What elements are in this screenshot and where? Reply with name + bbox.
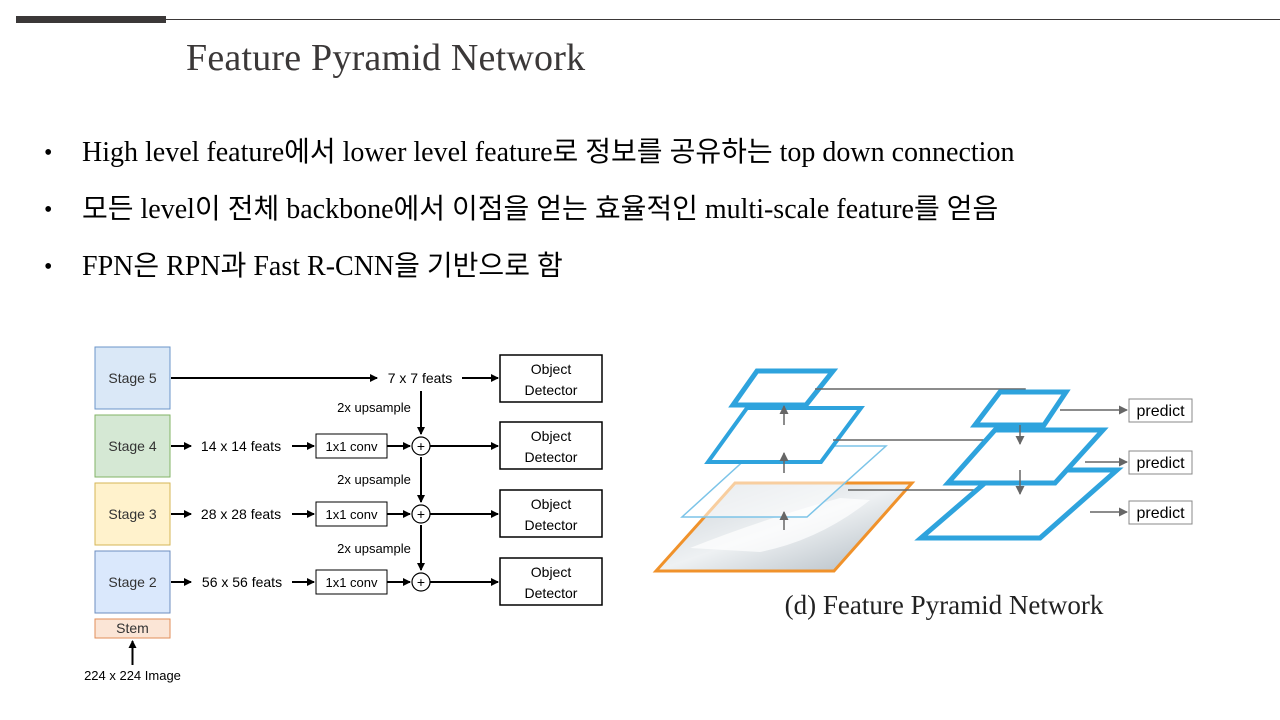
stage-2-label: Stage 2 [108,574,156,590]
detector-box [499,489,603,538]
feats-14-label: 14 x 14 feats [201,438,281,454]
detector-label-line2: Detector [525,449,578,465]
detector-label-line2: Detector [525,382,578,398]
bullet-list: High level feature에서 lower level feature… [44,133,1014,304]
detector-box [499,557,603,606]
top-down-plane-1 [969,389,1071,428]
predict-box [1128,450,1193,475]
stem-box [94,618,171,639]
upsample-label: 2x upsample [337,472,411,487]
detector-box [499,421,603,470]
sum-symbol: + [417,574,425,590]
stage-4-box [94,414,171,478]
boat-shape [690,498,870,552]
predict-label: predict [1136,403,1185,420]
slide-title: Feature Pyramid Network [186,37,586,79]
top-bar-accent [16,16,166,23]
fpn-pyramid-diagram: predict predict predict (d) Feature Pyra… [652,368,1193,620]
bullet-item: FPN은 RPN과 Fast R-CNN을 기반으로 함 [44,247,1014,304]
predict-label: predict [1136,505,1185,522]
conv-box [315,501,388,527]
conv-label: 1x1 conv [325,439,378,454]
feats-7-label: 7 x 7 feats [388,370,453,386]
bottom-up-plane-2 [704,406,865,464]
stem-label: Stem [116,620,149,636]
top-bar-line [166,19,1280,20]
sum-symbol: + [417,438,425,454]
conv-box [315,569,388,595]
detector-label-line1: Object [531,496,572,512]
feats-28-label: 28 x 28 feats [201,506,281,522]
bottom-up-plane-1 [728,368,839,408]
backbone-diagram: Stage 5 Stage 4 Stage 3 Stage 2 Stem 224… [84,346,603,683]
diagram-caption: (d) Feature Pyramid Network [785,590,1104,620]
bottom-up-plane-3 [680,445,888,518]
stage-3-label: Stage 3 [108,506,156,522]
feats-56-label: 56 x 56 feats [202,574,282,590]
conv-label: 1x1 conv [325,575,378,590]
detector-label-line1: Object [531,564,572,580]
predict-box [1128,500,1193,525]
detector-label-line1: Object [531,428,572,444]
conv-box [315,433,388,459]
predict-label: predict [1136,455,1185,472]
top-down-plane-3 [914,467,1124,541]
top-down-plane-2 [942,427,1109,486]
bullet-item: High level feature에서 lower level feature… [44,133,1014,190]
detector-label-line2: Detector [525,517,578,533]
bullet-item: 모든 level이 전체 backbone에서 이점을 얻는 효율적인 mult… [44,190,1014,247]
stage-5-label: Stage 5 [108,370,156,386]
sum-symbol: + [417,506,425,522]
stage-4-label: Stage 4 [108,438,156,454]
detector-box [499,354,603,403]
upsample-label: 2x upsample [337,541,411,556]
stage-5-box [94,346,171,410]
input-image-label: 224 x 224 Image [84,668,181,683]
detector-label-line2: Detector [525,585,578,601]
stage-2-box [94,550,171,614]
stage-3-box [94,482,171,546]
upsample-label: 2x upsample [337,400,411,415]
predict-box [1128,398,1193,423]
conv-label: 1x1 conv [325,507,378,522]
detector-label-line1: Object [531,361,572,377]
